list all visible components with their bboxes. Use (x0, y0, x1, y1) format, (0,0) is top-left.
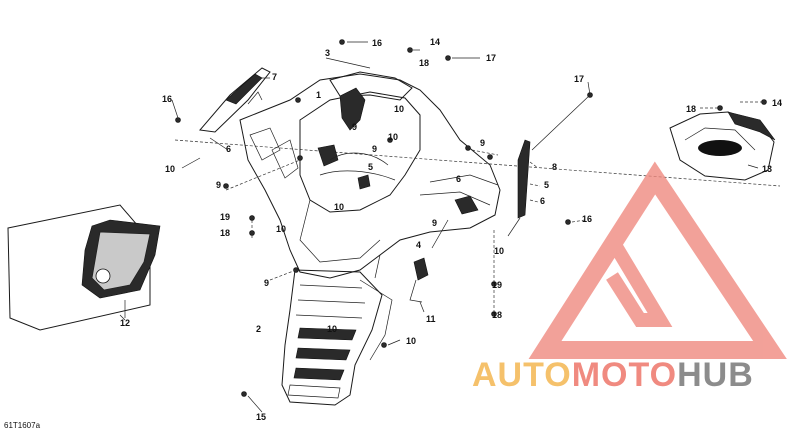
callout-9: 9 (352, 122, 357, 132)
callout-10: 10 (494, 246, 504, 256)
callout-4: 4 (416, 240, 421, 250)
callout-17: 17 (574, 74, 584, 84)
watermark-part-auto: AUTO (472, 356, 572, 394)
callout-6: 6 (226, 144, 231, 154)
callout-9: 9 (480, 138, 485, 148)
part-11-clip (409, 257, 429, 303)
callout-13: 13 (762, 164, 772, 174)
callout-12: 12 (120, 318, 130, 328)
callout-10: 10 (276, 224, 286, 234)
callout-9: 9 (372, 144, 377, 154)
part-8-right-strip (517, 139, 531, 219)
callout-15: 15 (256, 412, 266, 422)
callout-16: 16 (582, 214, 592, 224)
callout-11: 11 (426, 314, 436, 324)
callout-10: 10 (165, 164, 175, 174)
callout-16: 16 (162, 94, 172, 104)
fasteners (175, 39, 767, 397)
watermark-wordmark: AUTOMOTOHUB (472, 356, 754, 394)
callout-18: 18 (492, 310, 502, 320)
part-12-panel (7, 204, 161, 331)
callout-10: 10 (406, 336, 416, 346)
part-2-lower-grille (281, 269, 393, 406)
callout-18: 18 (220, 228, 230, 238)
callout-10: 10 (327, 324, 337, 334)
drawing-reference-code: 61T1607a (4, 421, 41, 430)
callout-5: 5 (368, 162, 373, 172)
callout-9: 9 (432, 218, 437, 228)
callout-10: 10 (388, 132, 398, 142)
callout-labels: 3 16 14 18 17 17 7 16 6 10 9 19 18 9 12 … (120, 37, 782, 422)
callout-10: 10 (394, 104, 404, 114)
callout-14: 14 (772, 98, 782, 108)
callout-2: 2 (256, 324, 261, 334)
callout-19: 19 (492, 280, 502, 290)
callout-1: 1 (316, 90, 321, 100)
callout-5: 5 (544, 180, 549, 190)
assembly-axis-line (174, 139, 781, 187)
callout-6: 6 (540, 196, 545, 206)
callout-17: 17 (486, 53, 496, 63)
leader-lines (119, 41, 764, 413)
watermark-part-hub: HUB (677, 356, 754, 394)
callout-19: 19 (220, 212, 230, 222)
callout-18: 18 (686, 104, 696, 114)
part-1-main-body (239, 71, 501, 279)
callout-9: 9 (216, 180, 221, 190)
callout-9: 9 (264, 278, 269, 288)
callout-6: 6 (456, 174, 461, 184)
part-13-inner-fender (669, 111, 776, 181)
callout-3: 3 (325, 48, 330, 58)
part-7-side-strip (199, 67, 271, 133)
callout-18: 18 (419, 58, 429, 68)
callout-7: 7 (272, 72, 277, 82)
callout-8: 8 (552, 162, 557, 172)
automotohub-logo-mark (528, 161, 787, 359)
watermark-part-moto: MOTO (572, 356, 677, 394)
callout-16: 16 (372, 38, 382, 48)
callout-14: 14 (430, 37, 440, 47)
callout-10: 10 (334, 202, 344, 212)
